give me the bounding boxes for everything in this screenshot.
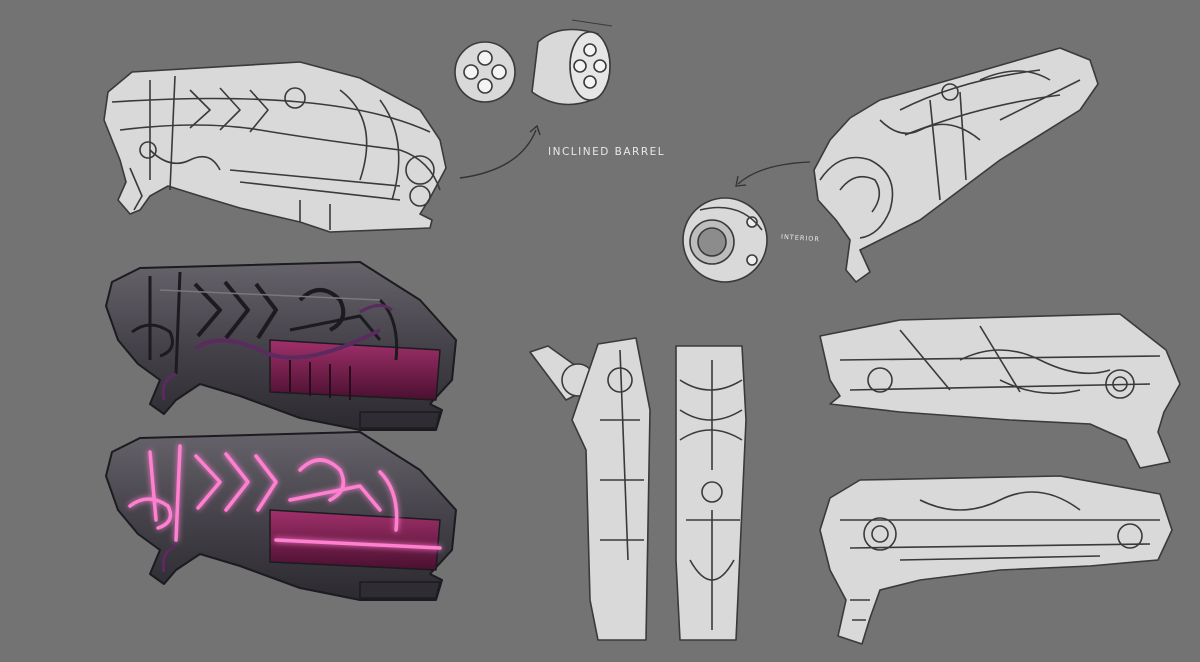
curved-arrow-icon <box>459 129 537 179</box>
sketch-gauntlet-side <box>103 61 447 233</box>
sketch-gauntlet-front <box>813 47 1099 283</box>
sketch-gauntlet-top-views <box>529 337 747 641</box>
sketch-gauntlet-right-lower <box>819 475 1173 645</box>
rendered-gauntlet-dark <box>105 261 457 431</box>
rendered-gauntlet-glow <box>105 431 457 601</box>
sphere-sketch-icon <box>682 197 768 283</box>
cylinder-sketch-icon <box>454 19 613 106</box>
sketch-gauntlet-right-upper <box>819 313 1181 469</box>
inclined-barrel-label: INCLINED BARREL <box>548 146 666 158</box>
